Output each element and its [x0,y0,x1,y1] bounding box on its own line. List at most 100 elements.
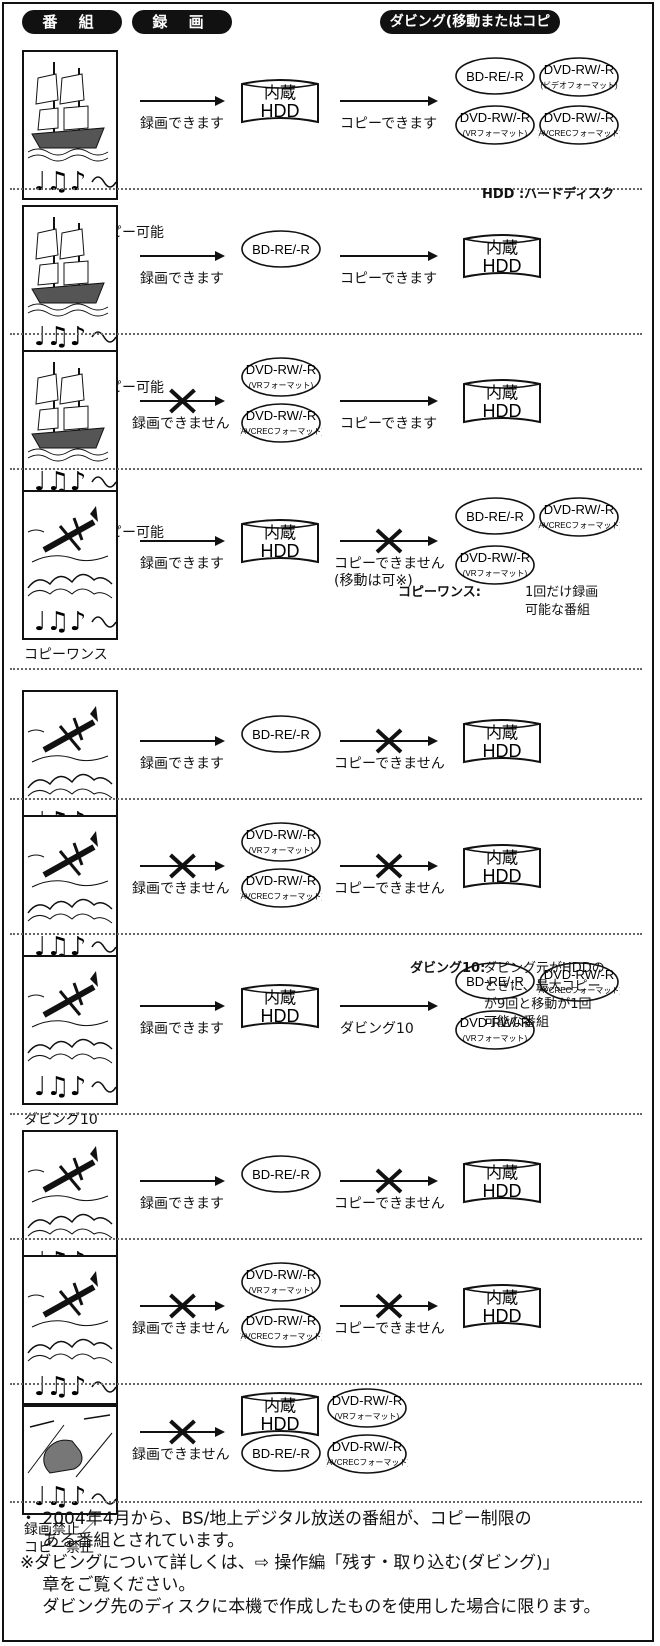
record-arrow [140,528,225,558]
svg-text:DVD-RW/-R: DVD-RW/-R [544,110,615,125]
record-label: 録画できます [140,116,224,132]
hdd-drum: 内蔵 HDD [462,839,542,895]
svg-text:BD-RE/-R: BD-RE/-R [466,974,524,989]
svg-text:HDD: HDD [483,401,522,421]
record-label: 録画できません [132,881,230,897]
footer-line-4: 章をご覧ください。 [20,1575,196,1595]
copy-label: コピーできません (移動は可※) [334,556,445,589]
svg-text:DVD-RW/-R: DVD-RW/-R [246,362,317,377]
bd-disc: BD-RE/-R [240,1154,322,1198]
dvd-vr-disc: DVD-RW/-R(VRフォーマット) [240,1261,322,1307]
record-blocked-arrow [140,853,225,883]
svg-text:HDD: HDD [261,1414,300,1434]
svg-text:DVD-RW/-R: DVD-RW/-R [460,550,531,565]
header-program: 番 組 [22,10,122,34]
hdd-drum: 内蔵 HDD [462,374,542,430]
row-divider [10,333,642,335]
dvd-avcrec-disc: DVD-RW/-R (AVCRECフォーマット) [238,1307,324,1353]
svg-text:(AVCRECフォーマット): (AVCRECフォーマット) [240,1332,322,1341]
dvd-vr-disc: DVD-RW/-R(VRフォーマット) [454,544,536,590]
row-8: ♩♫♪ 録画できます BD-RE/-R コピーできません 内蔵 HDD ダビング… [0,1120,652,1303]
row-2: ♩♫♪ 録画できます BD-RE/-R コピーできます 内蔵 HDD 制限なしに… [0,195,652,396]
svg-text:♩♫♪: ♩♫♪ [34,1372,86,1402]
copy-blocked-arrow [340,853,438,883]
program-caption: コピーワンス [24,647,108,663]
svg-text:DVD-RW/-R: DVD-RW/-R [460,110,531,125]
bd-disc: BD-RE/-R [240,714,322,758]
record-arrow [140,993,225,1023]
bd-disc: BD-RE/-R [454,56,536,100]
record-label: 録画できません [132,1321,230,1337]
svg-text:DVD-RW/-R: DVD-RW/-R [246,827,317,842]
note-copy-once-desc: 1回だけ録画 可能な番組 [525,585,599,618]
program-picture-plane: ♩♫♪ [22,1255,118,1405]
copy-label: コピーできません [334,756,445,772]
footer-line-3: ※ダビングについて詳しくは、⇨ 操作編「残す・取り込む(ダビング)」 [20,1553,560,1573]
program-picture-ship: ♩♫♪ [22,350,118,500]
dvd-avcrec-disc: DVD-RW/-R(AVCRECフォーマット) [238,402,324,448]
row-divider [10,188,642,190]
hdd-drum: 内蔵 HDD [240,514,320,570]
svg-text:♩♫♪: ♩♫♪ [34,322,86,352]
svg-text:HDD: HDD [483,1181,522,1201]
svg-text:内蔵: 内蔵 [486,724,518,742]
svg-text:DVD-RW/-R: DVD-RW/-R [246,1267,317,1282]
svg-text:内蔵: 内蔵 [486,849,518,867]
svg-text:(VRフォーマット): (VRフォーマット) [463,1034,528,1043]
row-divider [10,668,642,670]
svg-text:DVD-RW/-R: DVD-RW/-R [544,967,615,982]
row-divider [10,1113,642,1115]
record-label: 録画できます [140,271,224,287]
dvd-avcrec-disc: DVD-RW/-R(AVCRECフォーマット) [536,961,622,1007]
record-arrow [140,243,225,273]
bd-disc: BD-RE/-R [454,496,536,540]
dvd-avcrec-disc: DVD-RW/-R(AVCRECフォーマット) [536,496,622,542]
program-caption: ダビング10 [24,1112,98,1128]
dvd-video-disc: DVD-RW/-R(ビデオフォーマット) [538,56,620,102]
program-picture-plane: ♩♫♪ [22,815,118,965]
record-arrow [140,1168,225,1198]
dvd-avcrec-disc: DVD-RW/-R (AVCRECフォーマット) [238,867,324,913]
row-divider [10,1501,642,1503]
svg-text:DVD-RW/-R: DVD-RW/-R [332,1439,403,1454]
record-label: 録画できません [132,1447,230,1463]
note-dub10-desc: ダビング元がHDDの ときに、最大コピー が9回と移動が1回 可能な番組 [484,961,605,1030]
svg-text:DVD-RW/-R: DVD-RW/-R [544,502,615,517]
svg-text:内蔵: 内蔵 [264,84,296,102]
copy-blocked-arrow [340,728,438,758]
svg-text:(AVCRECフォーマット): (AVCRECフォーマット) [240,892,322,901]
record-label: 録画できます [140,756,224,772]
svg-text:DVD-RW/-R: DVD-RW/-R [246,873,317,888]
copy-arrow [340,993,438,1023]
record-blocked-arrow [140,1293,225,1323]
header-record: 録 画 [132,10,232,34]
footer: ・ 2004年4月から、BS/地上デジタル放送の番組が、コピー制限の ある番組と… [20,1508,640,1618]
svg-text:内蔵: 内蔵 [486,1164,518,1182]
svg-text:HDD: HDD [483,1306,522,1326]
copy-label: コピーできます [340,271,438,287]
row-divider [10,468,642,470]
record-blocked-arrow [140,1419,225,1449]
svg-text:HDD: HDD [483,866,522,886]
footer-line-1: ・ 2004年4月から、BS/地上デジタル放送の番組が、コピー制限の [20,1509,532,1529]
copy-label: ダビング10 [340,1021,414,1037]
hdd-drum: 内蔵 HDD [240,979,320,1035]
record-label: 録画できます [140,1021,224,1037]
svg-text:内蔵: 内蔵 [486,1289,518,1307]
svg-text:内蔵: 内蔵 [264,1397,296,1415]
copy-label: コピーできません [334,881,445,897]
note-hdd: HDD :ハードディスク [482,187,615,202]
dvd-vr-disc: DVD-RW/-R(VRフォーマット) [454,1009,536,1055]
svg-text:(AVCRECフォーマット): (AVCRECフォーマット) [326,1458,408,1467]
row-5: ♩♫♪ 録画できます BD-RE/-R コピーできません 内蔵 HDD コピーワ… [0,680,652,863]
dvd-avcrec-disc: DVD-RW/-R(AVCRECフォーマット) [536,104,622,150]
row-divider [10,933,642,935]
program-picture-car: ♩♫♪ [22,1405,118,1515]
program-picture-ship: ♩♫♪ [22,50,118,200]
copy-label: コピーできません [334,1196,445,1212]
svg-text:DVD-RW/-R: DVD-RW/-R [246,1313,317,1328]
bd-disc: BD-RE/-R [240,1433,322,1477]
program-picture-ship: ♩♫♪ [22,205,118,355]
hdd-drum: 内蔵 HDD [240,74,320,130]
